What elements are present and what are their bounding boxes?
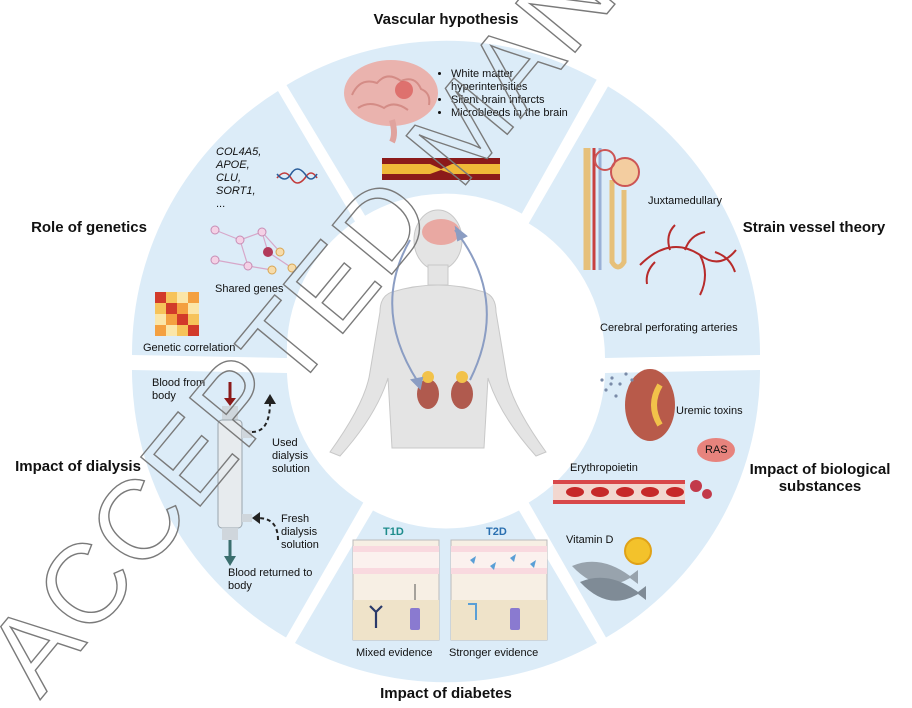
label-gene-clu: CLU, [216, 172, 242, 184]
ring-sector-genetics [131, 91, 355, 358]
label-gene-ellipsis: ... [216, 198, 226, 210]
fish-icon [572, 561, 646, 601]
gene-network-icon [210, 225, 297, 275]
label-uremic-toxins: Uremic toxins [676, 405, 743, 417]
kidneys-icon [417, 371, 473, 409]
human-body-illustration [329, 209, 547, 457]
label-gene-col4a5: COL4A5, [216, 146, 262, 158]
ras-badge [697, 438, 735, 462]
ring-sector-dialysis [132, 370, 364, 638]
dna-icon [276, 168, 318, 184]
label-juxtamedullary: Juxtamedullary [648, 195, 722, 207]
dialyzer-icon [217, 382, 279, 566]
list-item: Microbleeds in the brain [451, 107, 577, 120]
label-erythropoietin: Erythropoietin [570, 462, 638, 474]
t1d-panel [352, 539, 440, 641]
narrowed-artery-icon [382, 158, 500, 180]
label-blood-from-body: Blood from body [152, 377, 206, 402]
label-t1d: T1D [383, 526, 404, 538]
title-vascular-hypothesis: Vascular hypothesis [373, 11, 519, 28]
label-mixed-evidence: Mixed evidence [356, 647, 433, 659]
label-vitamin-d: Vitamin D [566, 534, 614, 546]
perforating-arteries-illustration [639, 224, 737, 296]
label-stronger-evidence: Stronger evidence [449, 647, 539, 659]
label-ras: RAS [705, 444, 728, 456]
kidney-toxins-icon [600, 369, 675, 441]
t2d-panel [450, 539, 548, 641]
blood-vessel-icon [553, 480, 712, 504]
label-fresh-dialysis-solution: Fresh dialysis solution [281, 513, 319, 551]
vascular-findings-list: White matter hyperintensities Silent bra… [438, 68, 577, 120]
label-shared-genes: Shared genes [215, 283, 284, 295]
label-genetic-correlation: Genetic correlation [143, 342, 236, 354]
title-impact-biological-substances: Impact of biological substances [749, 461, 891, 495]
label-used-dialysis-solution: Used dialysis solution [272, 437, 310, 475]
brain-kidney-arrows [391, 225, 488, 391]
label-blood-returned-to-body: Blood returned to body [228, 567, 313, 592]
title-role-of-genetics: Role of genetics [31, 219, 147, 236]
sun-icon [624, 537, 652, 565]
label-t2d: T2D [486, 526, 507, 538]
title-strain-vessel-theory: Strain vessel theory [742, 219, 886, 236]
label-gene-sort1: SORT1, [216, 185, 256, 197]
list-item: White matter hyperintensities [451, 68, 577, 94]
correlation-heatmap-icon [155, 292, 199, 336]
brain-illustration [344, 60, 438, 144]
title-impact-of-diabetes: Impact of diabetes [380, 685, 512, 702]
list-item: Silent brain infarcts [451, 94, 577, 107]
brain-center-icon [422, 219, 460, 245]
title-impact-of-dialysis: Impact of dialysis [15, 458, 141, 475]
nephron-illustration [583, 148, 640, 270]
label-gene-apoe: APOE, [216, 159, 250, 171]
label-cerebral-perforating-arteries: Cerebral perforating arteries [600, 322, 738, 334]
